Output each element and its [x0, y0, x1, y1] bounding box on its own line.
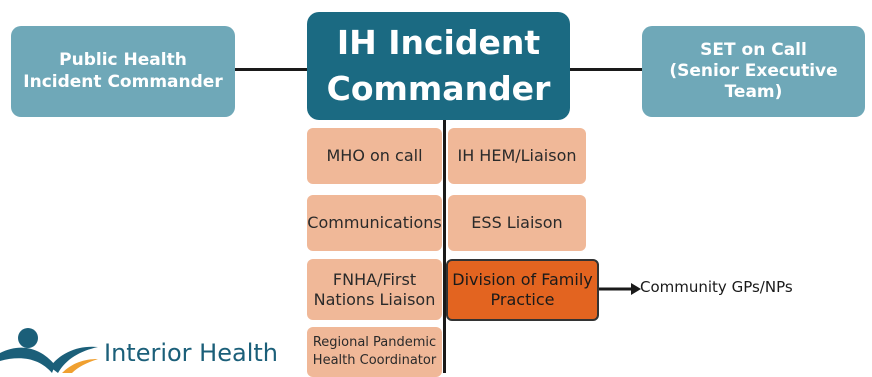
role-regional-pandemic-coordinator: Regional Pandemic Health Coordinator [307, 327, 442, 377]
ih-incident-commander-box: IH Incident Commander [307, 12, 570, 120]
interior-health-logo-icon [0, 328, 98, 373]
interior-health-logo-text: Interior Health [104, 339, 278, 367]
community-gps-label: Community GPs/NPs [640, 278, 793, 296]
role-communications: Communications [307, 195, 442, 251]
role-ih-hem-liaison: IH HEM/Liaison [448, 128, 586, 184]
set-on-call-box: SET on Call (Senior Executive Team) [642, 26, 865, 117]
connector-left [235, 68, 307, 71]
public-health-commander-box: Public Health Incident Commander [11, 26, 235, 117]
role-fnha-liaison: FNHA/First Nations Liaison [307, 259, 442, 320]
role-division-of-family-practice: Division of Family Practice [446, 259, 599, 321]
connector-vertical [443, 118, 446, 373]
connector-right [570, 68, 642, 71]
role-mho-on-call: MHO on call [307, 128, 442, 184]
role-ess-liaison: ESS Liaison [448, 195, 586, 251]
arrow-to-community [599, 283, 641, 295]
